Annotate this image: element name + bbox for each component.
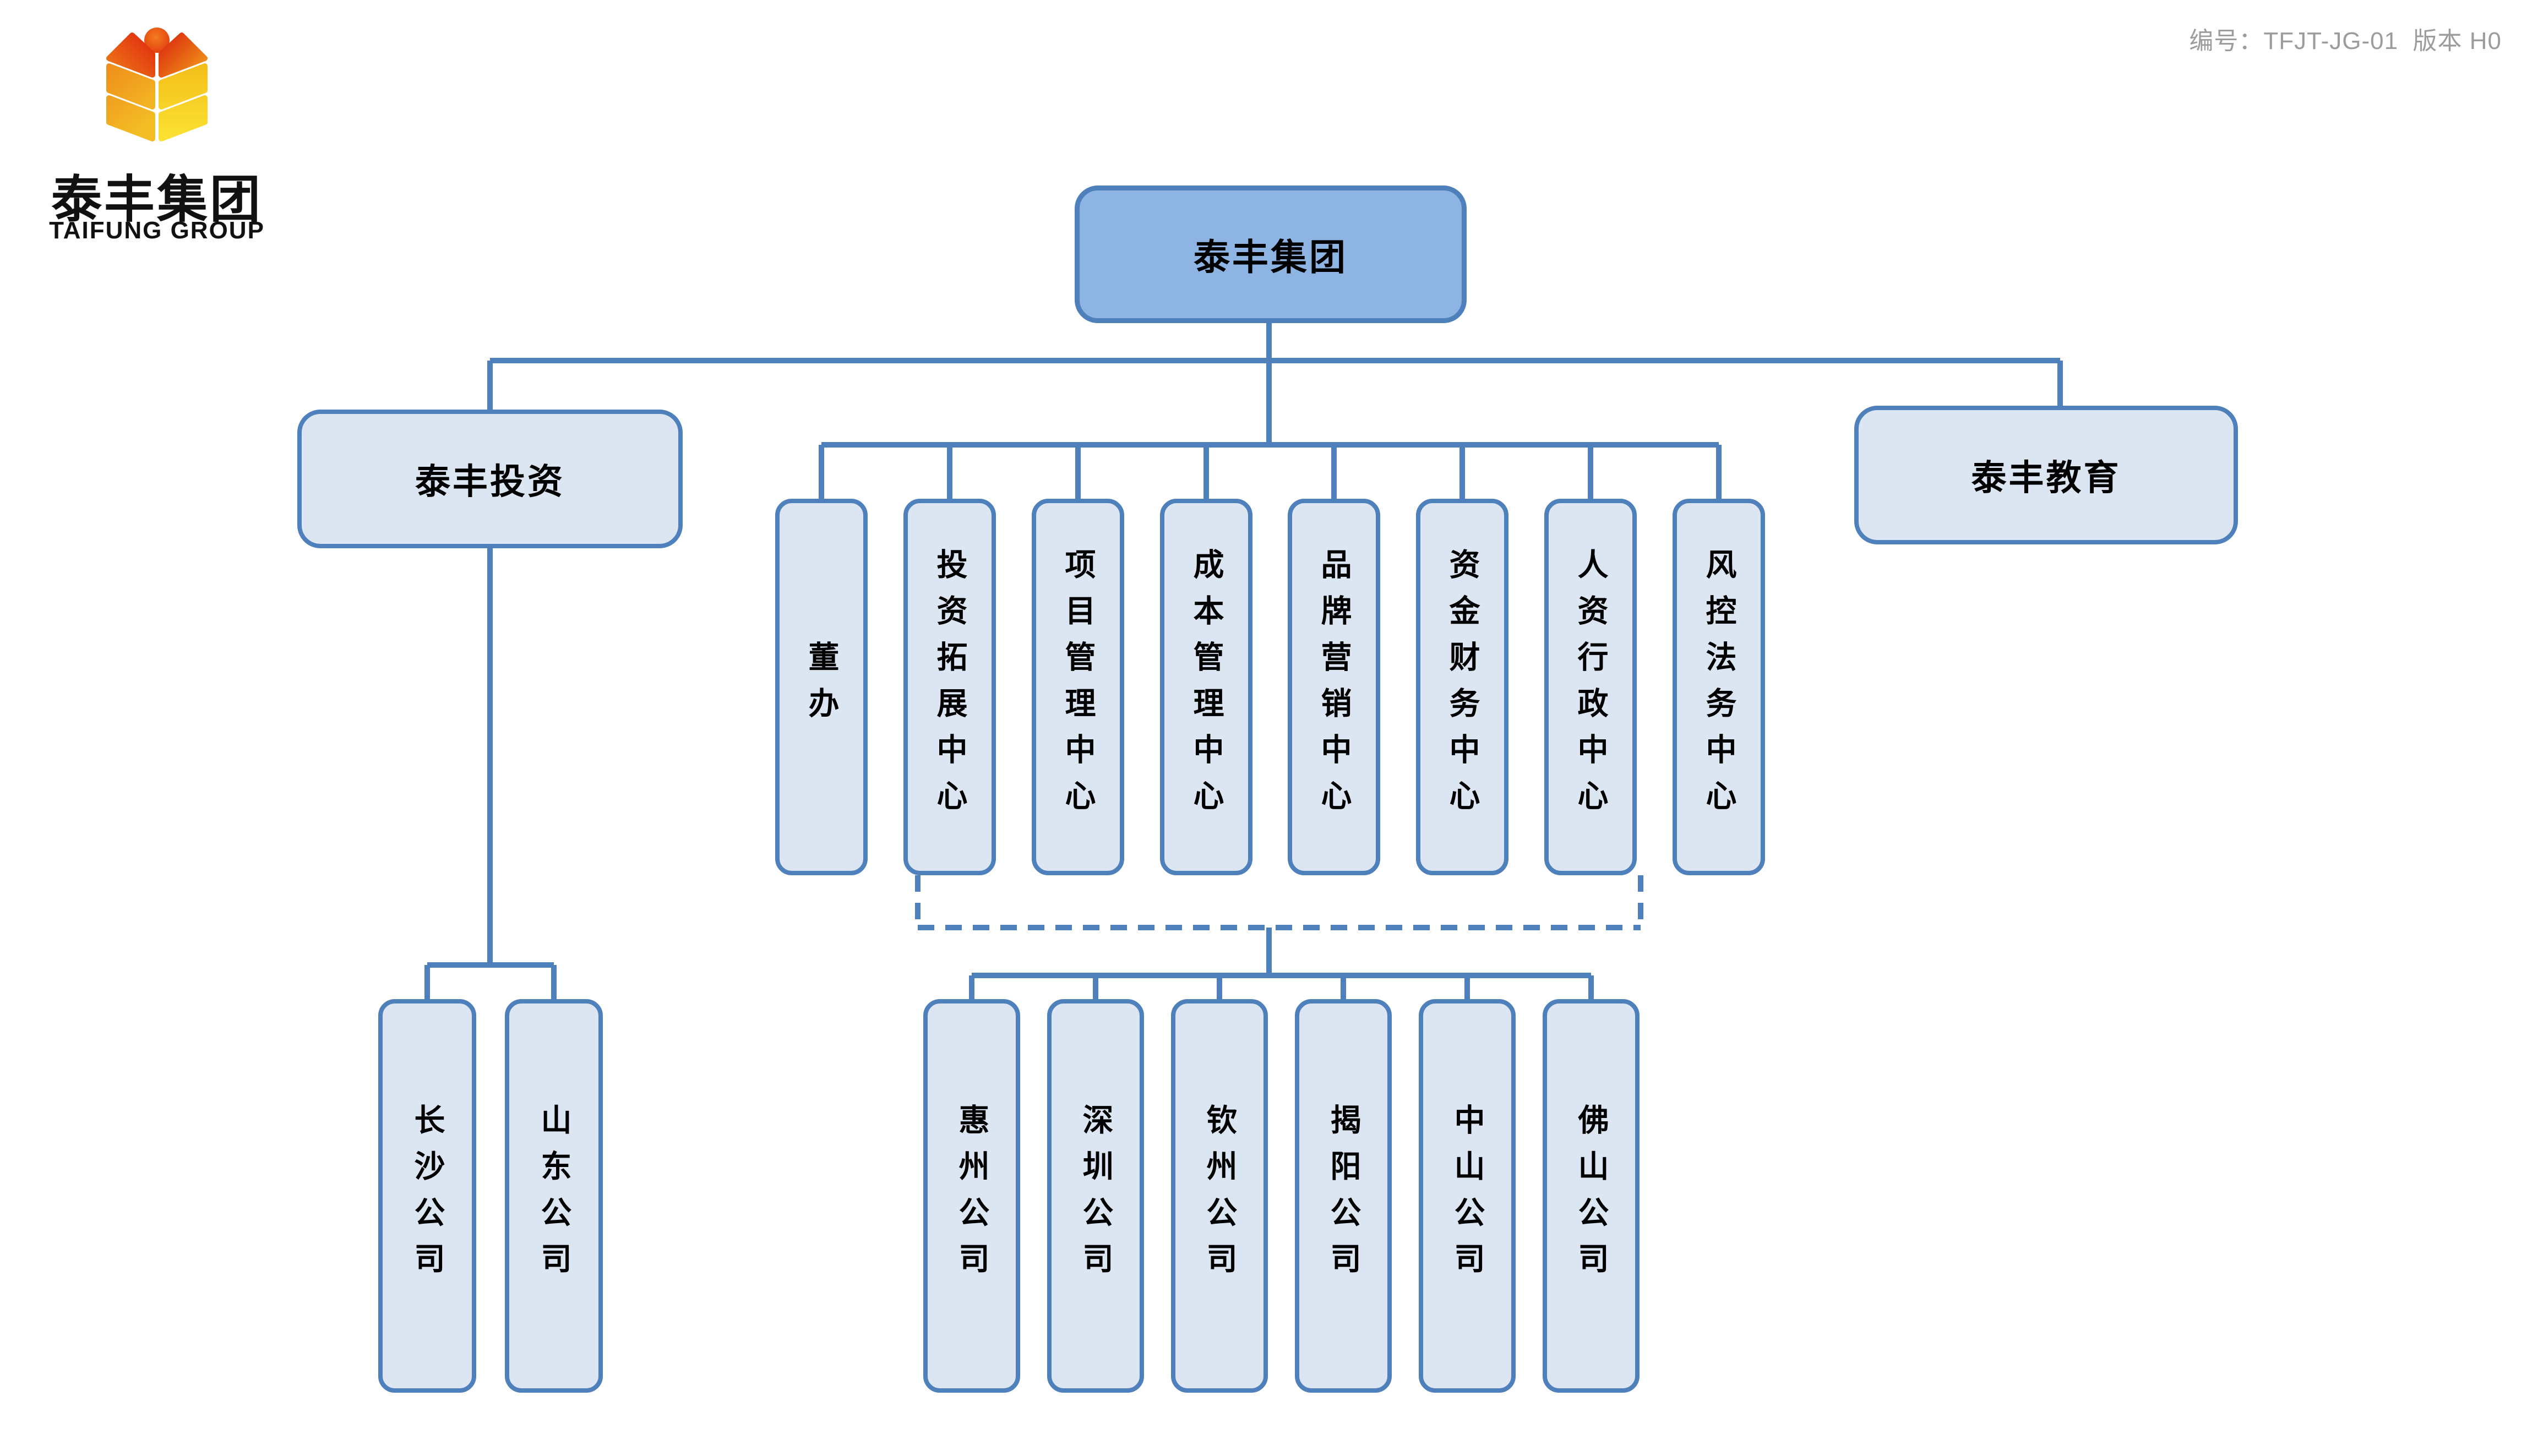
node-center-project-management: 项目管理中心: [1032, 499, 1124, 875]
node-label: 钦州公司: [1202, 1103, 1237, 1289]
node-company-qinzhou: 钦州公司: [1171, 999, 1268, 1393]
node-company-shandong: 山东公司: [505, 999, 603, 1393]
node-center-brand-marketing: 品牌营销中心: [1288, 499, 1380, 875]
node-label: 山东公司: [537, 1103, 571, 1289]
node-label: 揭阳公司: [1326, 1103, 1361, 1289]
node-company-huizhou: 惠州公司: [923, 999, 1020, 1393]
document-code: 编号：TFJT-JG-01 版本 H0: [2189, 28, 2502, 54]
node-label: 惠州公司: [955, 1103, 989, 1289]
node-label: 泰丰投资: [415, 462, 565, 501]
node-label: 中山公司: [1450, 1103, 1485, 1289]
node-center-dongban: 董办: [775, 499, 868, 875]
node-education-branch: 泰丰教育: [1854, 406, 2238, 544]
node-label: 长沙公司: [410, 1103, 445, 1289]
node-center-risk-legal: 风控法务中心: [1673, 499, 1765, 875]
node-center-investment-expansion: 投资拓展中心: [903, 499, 996, 875]
node-label: 品牌营销中心: [1317, 548, 1352, 826]
logo-subtitle: TAIFUNG GROUP: [49, 217, 265, 244]
node-center-finance: 资金财务中心: [1416, 499, 1508, 875]
node-group-root: 泰丰集团: [1075, 186, 1467, 323]
node-label: 风控法务中心: [1702, 548, 1736, 826]
node-label: 资金财务中心: [1445, 548, 1480, 826]
node-center-cost-management: 成本管理中心: [1160, 499, 1252, 875]
node-label: 项目管理中心: [1061, 548, 1096, 826]
node-center-hr-admin: 人资行政中心: [1544, 499, 1637, 875]
node-label: 深圳公司: [1079, 1103, 1113, 1289]
node-label: 泰丰教育: [1971, 458, 2121, 498]
node-label: 佛山公司: [1574, 1103, 1609, 1289]
node-company-jieyang: 揭阳公司: [1295, 999, 1392, 1393]
node-label: 董办: [804, 641, 839, 733]
company-logo: 泰丰集团 TAIFUNG GROUP: [0, 0, 314, 253]
node-company-zhongshan: 中山公司: [1419, 999, 1516, 1393]
node-label: 人资行政中心: [1573, 548, 1608, 826]
solid-connectors: [424, 322, 2063, 999]
node-investment-branch: 泰丰投资: [297, 410, 683, 548]
wheat-emblem-icon: [106, 28, 208, 141]
node-label: 投资拓展中心: [933, 548, 967, 826]
node-company-foshan: 佛山公司: [1543, 999, 1640, 1393]
logo-title: 泰丰集团: [51, 172, 263, 228]
node-company-changsha: 长沙公司: [378, 999, 476, 1393]
node-label: 成本管理中心: [1189, 548, 1224, 826]
dashed-connectors: [915, 875, 1643, 930]
node-company-shenzhen: 深圳公司: [1047, 999, 1144, 1393]
node-label: 泰丰集团: [1194, 237, 1348, 277]
